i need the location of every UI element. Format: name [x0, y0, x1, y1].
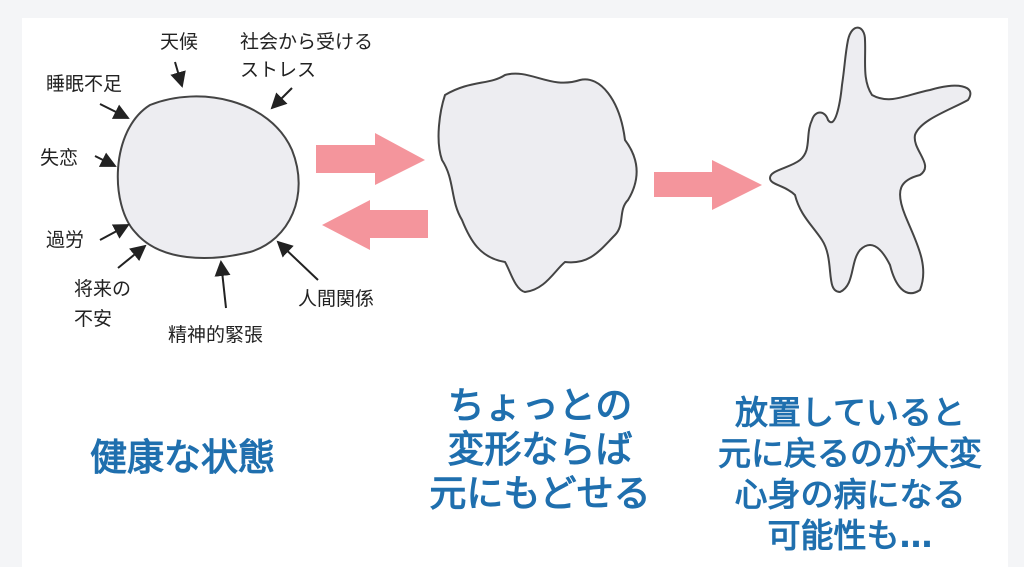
caption-neglect: 放置していると 元に戻るのが大変 心身の病になる 可能性も… — [705, 392, 995, 556]
stressor-arrows — [94, 61, 319, 309]
caption-line: 心身の病になる — [734, 475, 966, 514]
stressor-sleep: 睡眠不足 — [46, 73, 123, 95]
arrow-left — [322, 200, 428, 250]
healthy-circle — [116, 95, 300, 259]
severely-deformed-shape — [768, 26, 972, 295]
caption-line: 可能性も… — [767, 516, 933, 555]
caption-line: 元にもどせる — [429, 472, 651, 515]
caption-healthy: 健康な状態 — [90, 436, 275, 479]
stressor-relations: 人間関係 — [298, 288, 375, 310]
transition-arrows — [316, 133, 762, 250]
caption-line: 放置していると — [734, 393, 965, 432]
caption-line: ちょっとの — [447, 384, 633, 427]
deformed-shape — [437, 72, 638, 294]
caption-line: 元に戻るのが大変 — [718, 434, 982, 473]
caption-line: 変形ならば — [447, 428, 633, 471]
stressor-overwork: 過労 — [46, 229, 85, 251]
arrow-right-1 — [316, 133, 425, 185]
stressor-future-line1: 将来の — [74, 278, 132, 300]
stressor-future-line2: 不安 — [74, 308, 113, 330]
arrow-right-2 — [654, 160, 762, 210]
stressor-weather: 天候 — [160, 31, 199, 53]
stressor-social-line1: 社会から受ける — [240, 31, 374, 53]
stressor-social-line2: ストレス — [240, 59, 317, 81]
stressor-heartbreak: 失恋 — [40, 147, 79, 169]
caption-slight-deformation: ちょっとの 変形ならば 元にもどせる — [415, 384, 665, 516]
stressor-tension: 精神的緊張 — [168, 324, 264, 346]
